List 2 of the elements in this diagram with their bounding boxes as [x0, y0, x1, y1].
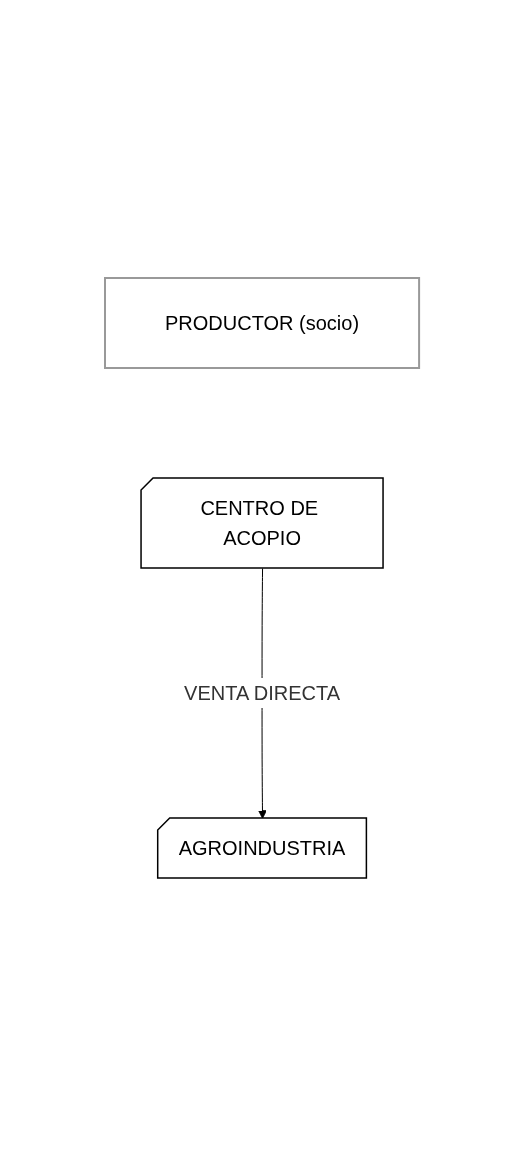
- node-box: PRODUCTOR (socio): [104, 277, 421, 369]
- edge-label: VENTA DIRECTA: [184, 682, 341, 704]
